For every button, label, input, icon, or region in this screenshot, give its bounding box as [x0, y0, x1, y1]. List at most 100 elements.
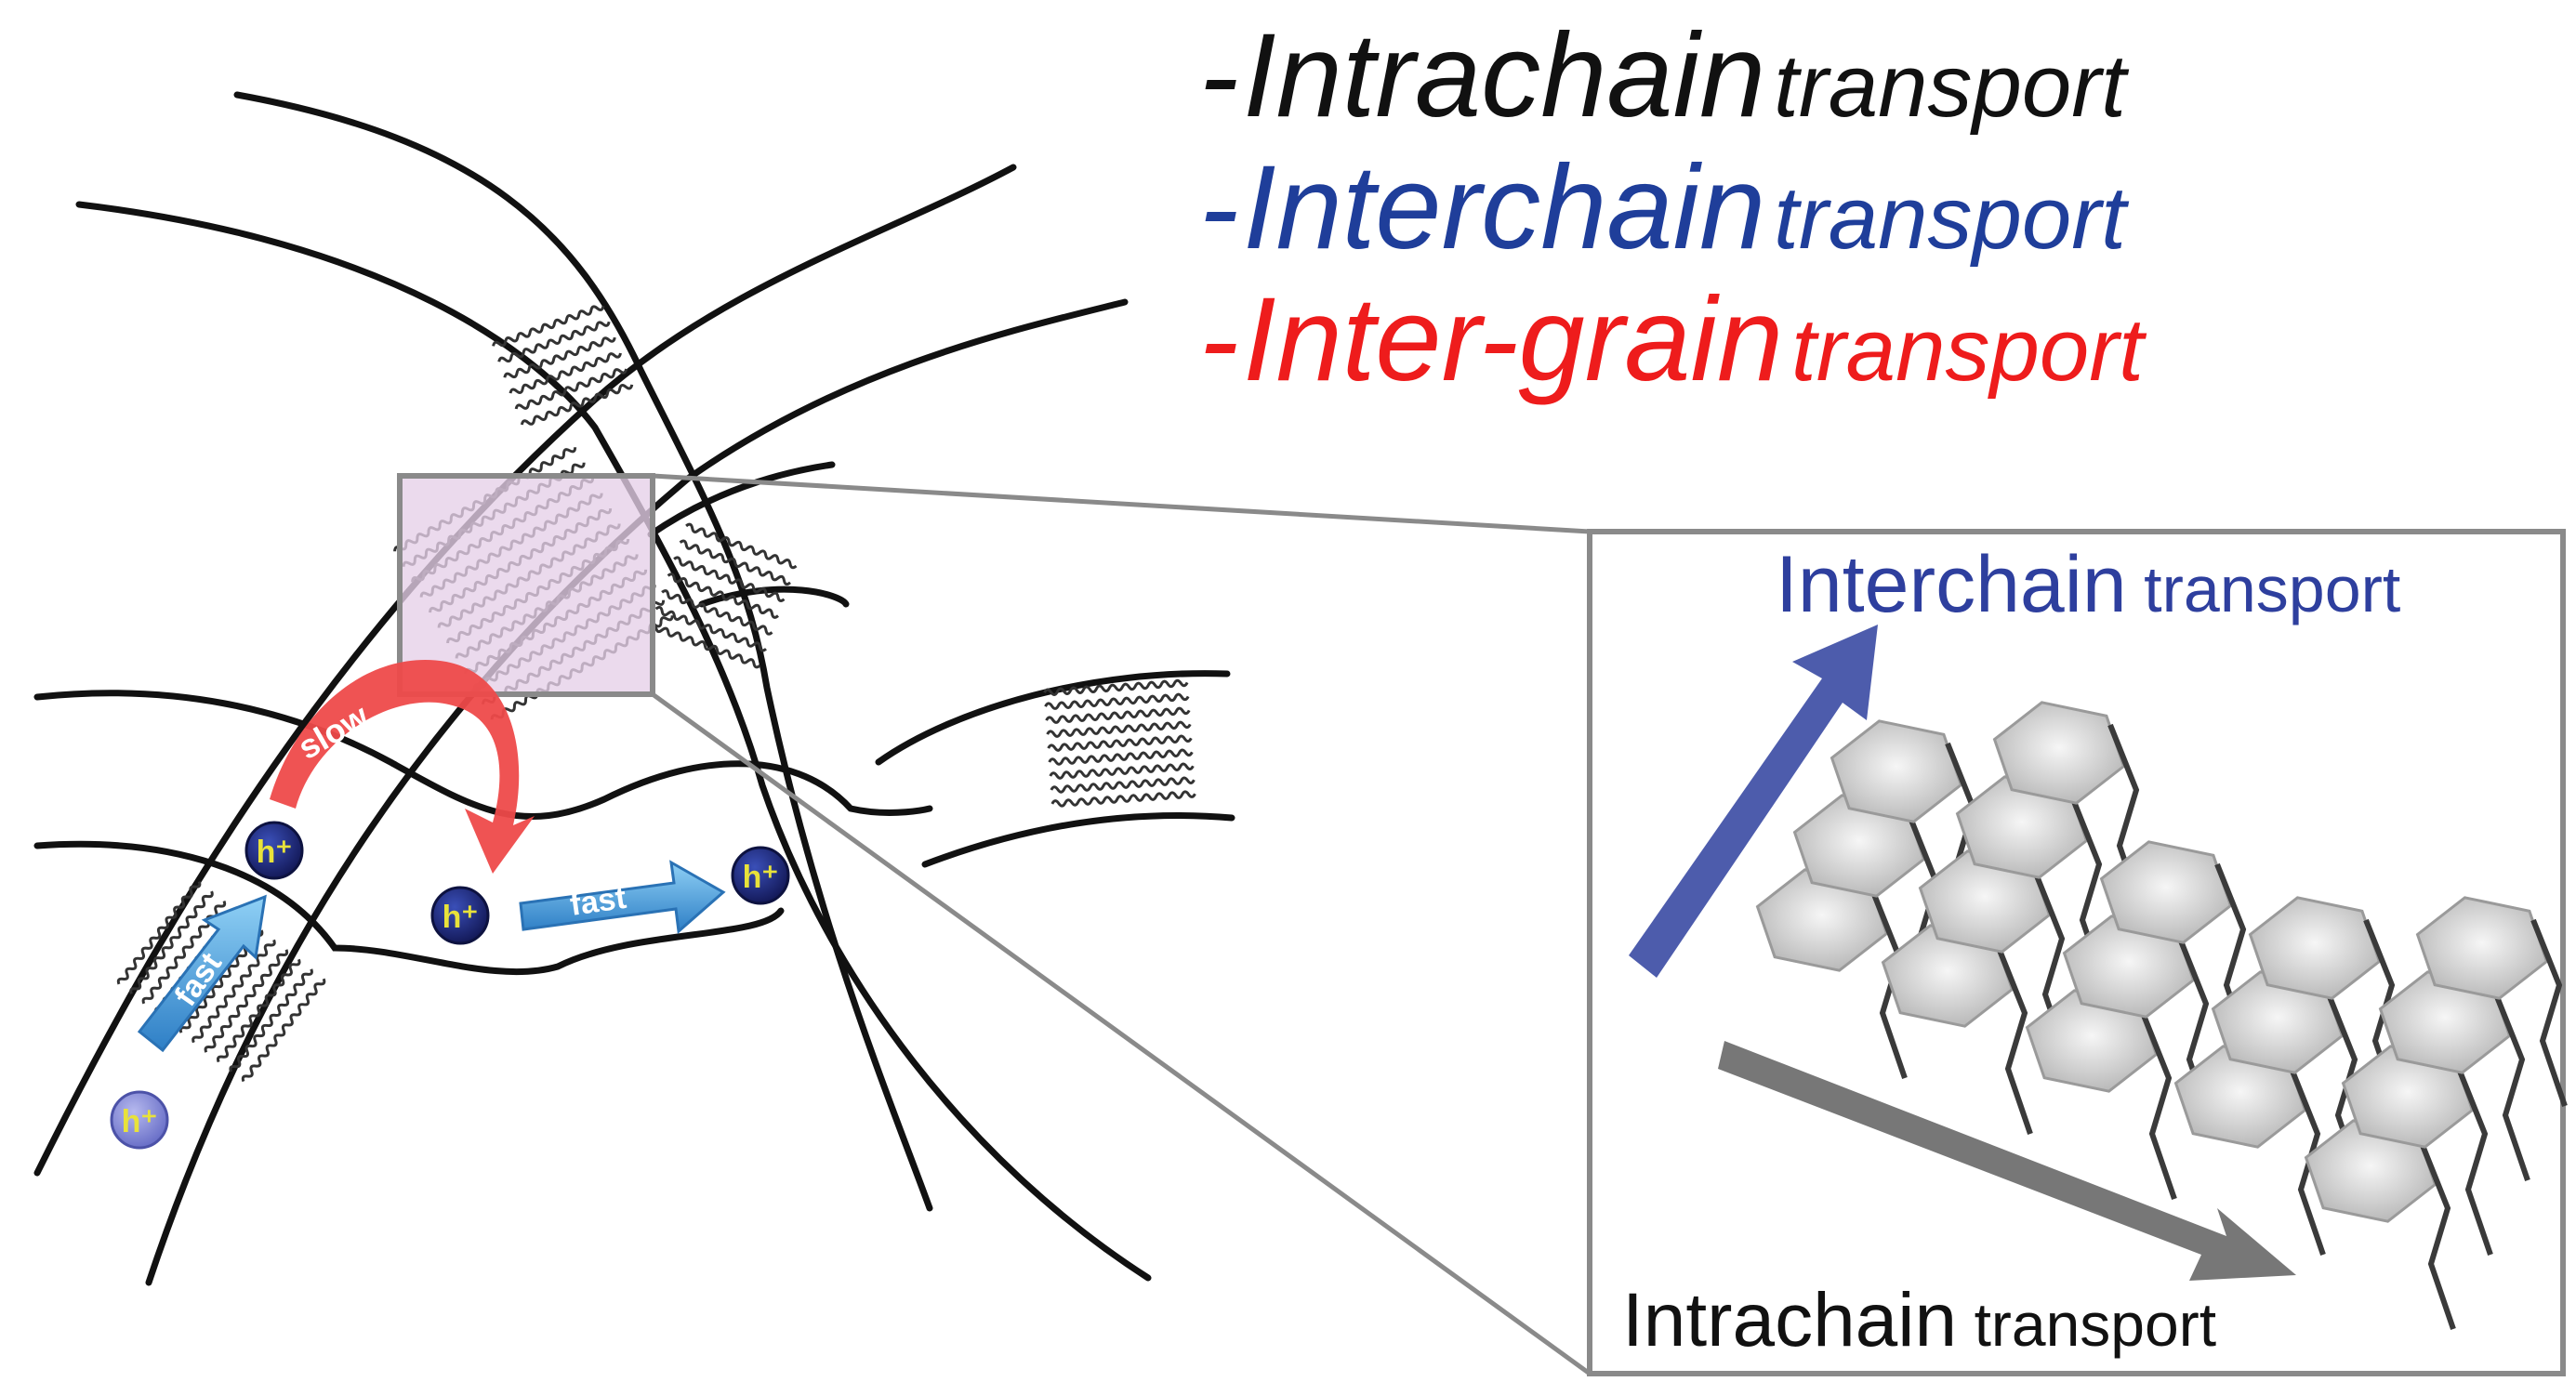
legend-intrachain-term: Intrachain [1243, 9, 1766, 142]
ring-shape [2248, 896, 2382, 1000]
fibre-c-bottom-edge [33, 840, 785, 976]
inset-interchain-term: Interchain [1776, 540, 2127, 629]
inset-interchain-arrow [1629, 625, 1878, 978]
fibre-d-bottom-edge [921, 811, 1235, 868]
inset-intrachain-arrow [1718, 1041, 2296, 1281]
wave-line [497, 321, 611, 363]
carrier-1-disc [244, 821, 304, 880]
wave-line [1049, 762, 1195, 780]
carrier-4-symbol: h⁺ [122, 1104, 158, 1139]
inset-intrachain-term: Intrachain [1622, 1278, 1957, 1362]
wave-group-3 [649, 522, 798, 669]
carrier-1-symbol: h⁺ [257, 835, 293, 870]
legend-intrachain: - Intrachain transport [1199, 7, 2126, 144]
inset-intrachain-suffix: transport [1975, 1290, 2216, 1359]
legend-intrachain-dash: - [1199, 9, 1239, 142]
legend-interchain-term: Interchain [1243, 141, 1766, 274]
carrier-3-symbol: h⁺ [743, 860, 779, 895]
carrier-4-disc [110, 1090, 169, 1150]
legend-interchain-suffix: transport [1774, 168, 2126, 268]
wave-line [241, 978, 326, 1083]
legend-intergrain: - Inter-grain transport [1199, 271, 2144, 408]
side-chain [1996, 946, 2033, 1135]
ring-shape [2415, 896, 2549, 1000]
zoom-highlight-box [397, 473, 655, 697]
legend-intergrain-suffix: transport [1791, 300, 2144, 400]
wave-line [1050, 790, 1196, 808]
zoom-line-bottom [651, 691, 1592, 1376]
wave-line [1046, 720, 1192, 738]
wave-line [673, 556, 786, 602]
carrier-2-disc [430, 886, 490, 945]
inset-interchain-label: Interchain transport [1776, 540, 2400, 629]
fibre-e-lower-edge [698, 586, 850, 608]
wave-group-4 [1043, 678, 1196, 808]
slow-arrow-body [270, 660, 535, 874]
side-chain [2140, 1011, 2177, 1200]
hole-carrier-2: h⁺ [430, 886, 490, 945]
wave-line [229, 968, 313, 1073]
wave-line [129, 890, 214, 994]
thiophene-ring-17 [2415, 896, 2568, 1107]
fibre-b-bottom-edge [75, 201, 1152, 1282]
wave-line [661, 589, 773, 636]
fast-arrow-grain-body [519, 860, 726, 934]
wave-line [503, 336, 616, 379]
wave-group-1 [492, 305, 634, 426]
wave-group-5 [116, 881, 326, 1083]
zoom-lines [651, 473, 1592, 1376]
wave-line [679, 539, 791, 586]
carrier-2-symbol: h⁺ [443, 900, 479, 935]
zoom-line-top [652, 473, 1591, 534]
wave-line [1047, 734, 1193, 752]
wave-line [492, 305, 605, 348]
wave-line [141, 900, 227, 1005]
fast-arrow-across-grain: fast [519, 860, 726, 934]
wave-line [192, 939, 276, 1044]
legend-intergrain-dash: - [1199, 273, 1239, 406]
inset-intrachain-label: Intrachain transport [1622, 1278, 2216, 1362]
hole-carrier-3: h⁺ [731, 846, 790, 905]
wave-line [514, 368, 628, 410]
legend-interchain-dash: - [1199, 141, 1239, 274]
ring-shape [1830, 719, 1963, 823]
wave-line [1044, 692, 1190, 710]
wave-line [649, 622, 761, 669]
wave-line [204, 949, 289, 1053]
legend-interchain: - Interchain transport [1199, 139, 2126, 276]
wave-line [1048, 748, 1194, 766]
wave-line [1043, 678, 1189, 696]
wave-line [654, 605, 767, 652]
fibre-c-top-edge [33, 690, 933, 820]
hole-carrier-1: h⁺ [244, 821, 304, 880]
wave-line [1045, 706, 1191, 724]
wave-line [509, 352, 622, 394]
side-chain [2419, 1141, 2456, 1330]
carrier-3-disc [731, 846, 790, 905]
wave-line [667, 572, 779, 619]
side-chain [2456, 1067, 2493, 1256]
ring-shape [1992, 701, 2126, 805]
wave-line [520, 384, 634, 426]
thiophene-ring-16 [2378, 970, 2530, 1181]
wave-line [116, 881, 202, 985]
wave-line [216, 958, 301, 1063]
molecular-stack [1755, 701, 2568, 1330]
wave-line [1050, 776, 1196, 794]
fast-arrow-chain-body [137, 894, 267, 1053]
thiophene-ring-4 [1881, 924, 2033, 1135]
fast-arrow-grain-label: fast [568, 880, 628, 923]
legend-intrachain-suffix: transport [1774, 36, 2126, 136]
inset-interchain-suffix: transport [2144, 553, 2400, 625]
fibre-d-top-edge [875, 670, 1231, 766]
wave-line [685, 522, 798, 570]
thiophene-ring-15 [2341, 1045, 2493, 1256]
side-chain [2530, 918, 2568, 1107]
fibre-b-top-edge [233, 91, 933, 1212]
ring-shape [2099, 840, 2233, 944]
hole-carrier-4: h⁺ [110, 1090, 169, 1150]
side-chain [2493, 993, 2530, 1181]
legend-intergrain-term: Inter-grain [1243, 273, 1784, 406]
